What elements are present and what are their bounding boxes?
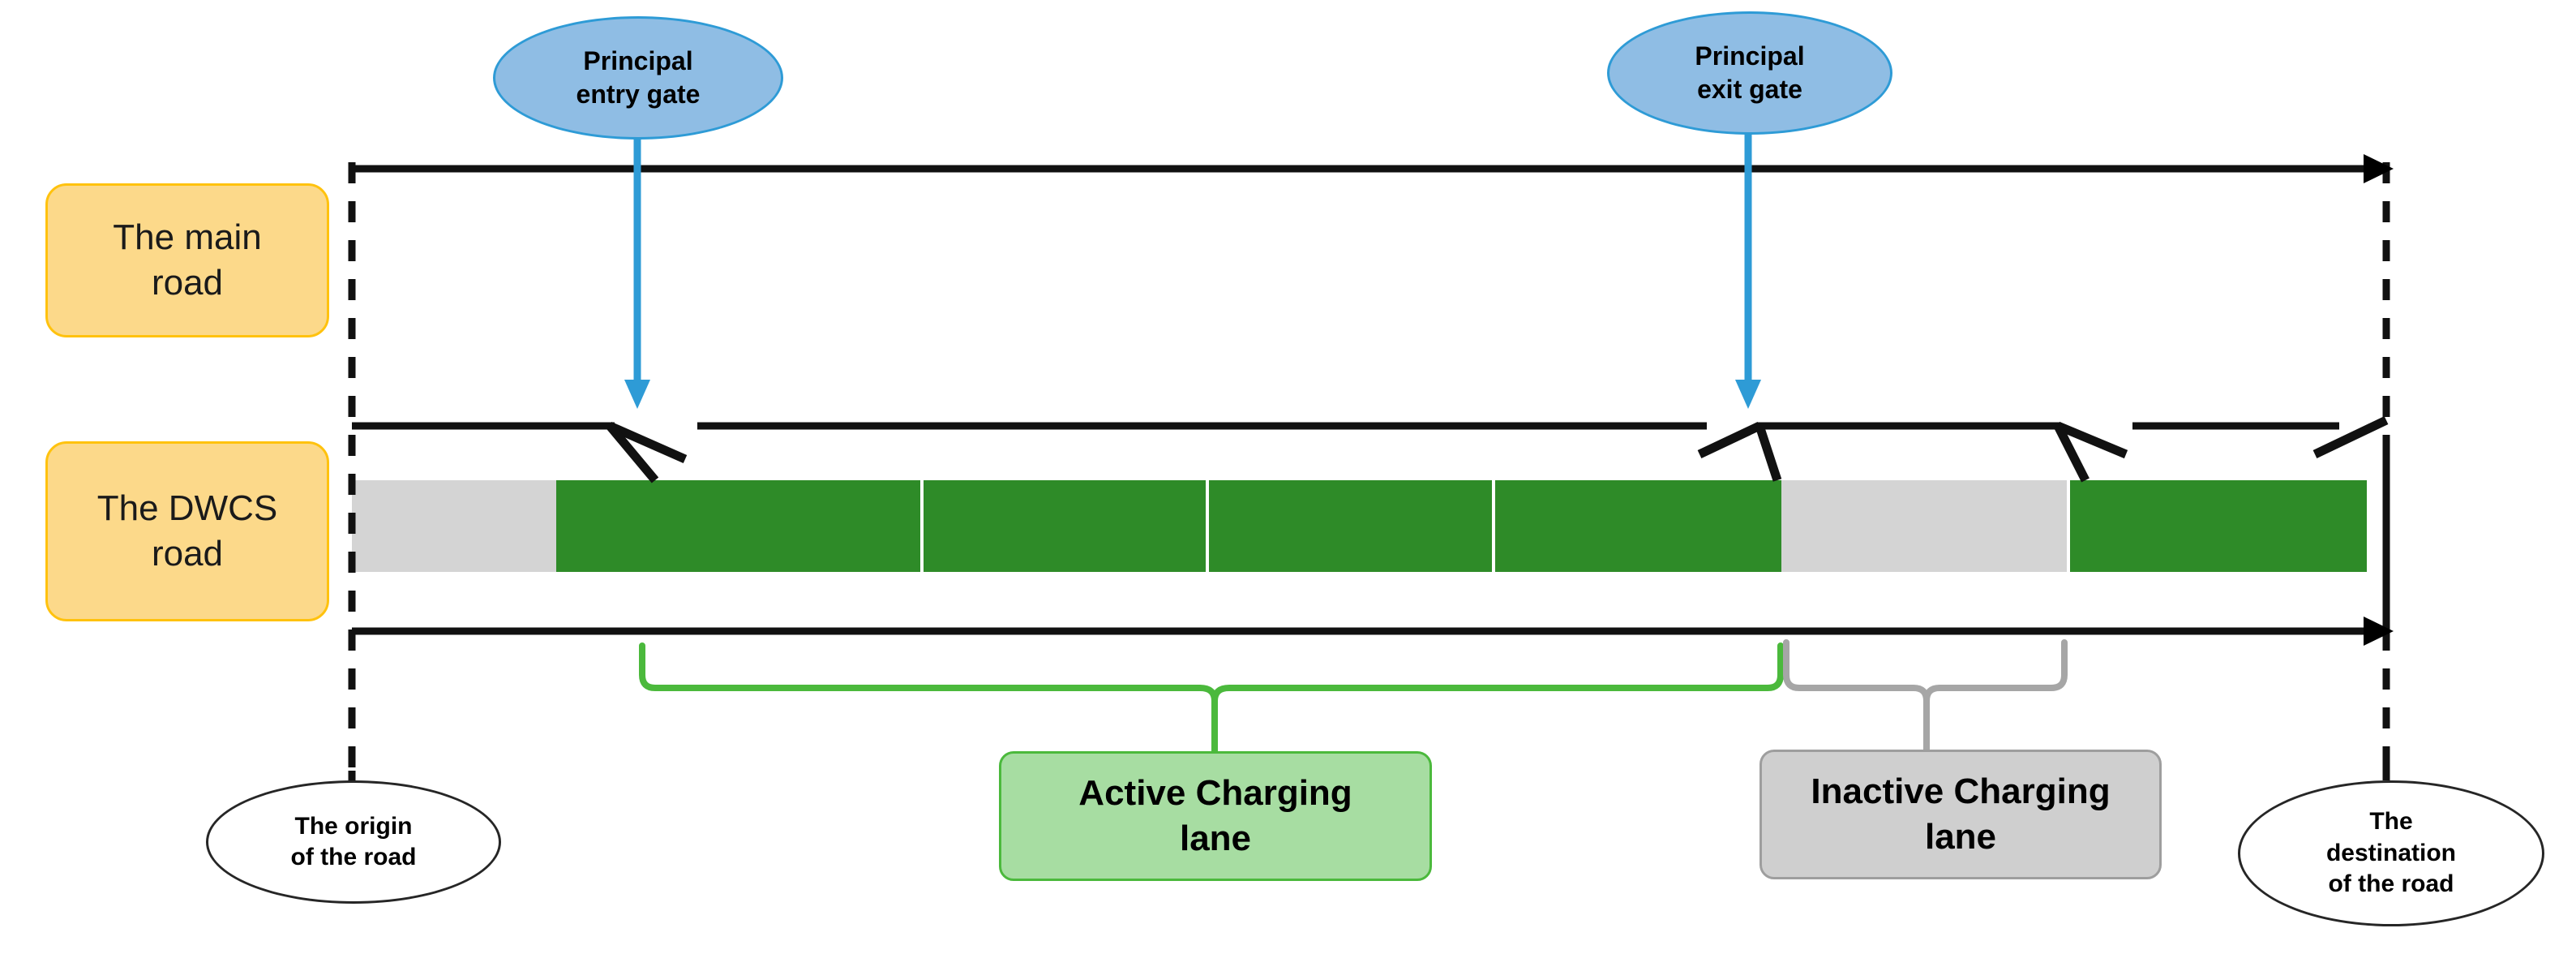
destination-merge-mark [2312, 416, 2389, 458]
callout-exit-gate-text: Principal exit gate [1695, 40, 1804, 106]
dwcs-road-bottom-arrowhead [2364, 617, 2394, 646]
origin-ellipse-text: The origin of the road [291, 811, 417, 874]
main-road-label-line1: The main [113, 217, 262, 257]
legend-inactive-line2: lane [1924, 817, 1997, 857]
active-lane-brace [639, 642, 1784, 702]
main-road-label-line2: road [151, 263, 224, 303]
entry-gate-label-line1: Principal [583, 46, 693, 76]
lane-segment-6-active [2070, 480, 2367, 572]
label-box-dwcs-road: The DWCS road [45, 441, 329, 621]
destination-label-line2: destination [2325, 839, 2456, 866]
legend-inactive-text: Inactive Charging lane [1811, 769, 2110, 861]
endpoint-destination-of-the-road: The destination of the road [2238, 780, 2544, 926]
legend-active-charging-lane: Active Charging lane [999, 751, 1432, 881]
lane-segment-1-active [556, 480, 920, 572]
legend-inactive-line1: Inactive Charging [1811, 771, 2111, 811]
exit-gate-merge-mark-lower-right [2054, 423, 2090, 483]
endpoint-origin-of-the-road: The origin of the road [206, 780, 501, 904]
exit-gate-connector-arrowhead [1735, 380, 1761, 409]
legend-active-line2: lane [1179, 819, 1252, 858]
dwcs-road-label-line2: road [151, 534, 224, 574]
exit-gate-merge-mark-upper-left [1697, 422, 1762, 458]
lane-segment-4-active [1495, 480, 1781, 572]
entry-gate-connector-arrowhead [624, 380, 650, 409]
callout-entry-gate-text: Principal entry gate [576, 45, 701, 111]
entry-gate-label-line2: entry gate [576, 80, 701, 109]
entry-gate-merge-mark-lower [606, 423, 659, 483]
entry-gate-merge-mark-upper [607, 421, 688, 464]
exit-gate-merge-mark-upper-right [2055, 421, 2128, 459]
main-road-top-arrowhead [2364, 154, 2394, 183]
label-box-main-road-text: The main road [113, 215, 261, 307]
label-box-main-road: The main road [45, 183, 329, 337]
callout-principal-entry-gate[interactable]: Principal entry gate [493, 16, 783, 140]
inactive-lane-brace [1783, 639, 2068, 702]
origin-label-line2: of the road [290, 844, 417, 870]
exit-gate-merge-mark-lower-left [1755, 424, 1782, 482]
destination-ellipse-text: The destination of the road [2326, 806, 2456, 900]
exit-gate-label-line1: Principal [1695, 41, 1805, 71]
exit-gate-label-line2: exit gate [1697, 75, 1802, 104]
legend-active-text: Active Charging lane [1078, 771, 1352, 862]
dwcs-road-label-line1: The DWCS [96, 488, 278, 528]
lane-segment-3-active [1209, 480, 1492, 572]
lane-segment-0-inactive [352, 480, 556, 572]
legend-active-line1: Active Charging [1078, 772, 1352, 813]
label-box-dwcs-road-text: The DWCS road [97, 486, 277, 578]
callout-principal-exit-gate[interactable]: Principal exit gate [1607, 11, 1892, 135]
origin-label-line1: The origin [294, 812, 413, 840]
legend-inactive-charging-lane: Inactive Charging lane [1759, 750, 2162, 879]
lane-segment-2-active [924, 480, 1206, 572]
destination-label-line3: of the road [2328, 870, 2454, 898]
lane-segment-5-inactive [1781, 480, 2067, 572]
destination-label-line1: The [2369, 808, 2413, 836]
